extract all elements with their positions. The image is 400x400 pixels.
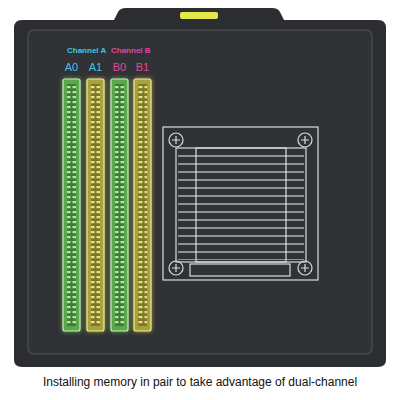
slot-label: B1 — [136, 61, 149, 73]
channel-label: Channel B — [111, 46, 151, 55]
slot-glow — [62, 78, 152, 332]
memory-slot — [63, 79, 80, 331]
memory-slot — [134, 79, 151, 331]
board — [14, 8, 386, 367]
channel-label: Channel A — [67, 46, 106, 55]
heatsink — [163, 127, 318, 280]
caption: Installing memory in pair to take advant… — [43, 375, 357, 389]
memory-slot — [87, 79, 104, 331]
memory-slot — [111, 79, 128, 331]
slot-label: B0 — [113, 61, 126, 73]
led — [180, 12, 218, 19]
board-inner — [28, 30, 372, 354]
slot-label: A1 — [89, 61, 102, 73]
slot-label: A0 — [65, 61, 78, 73]
